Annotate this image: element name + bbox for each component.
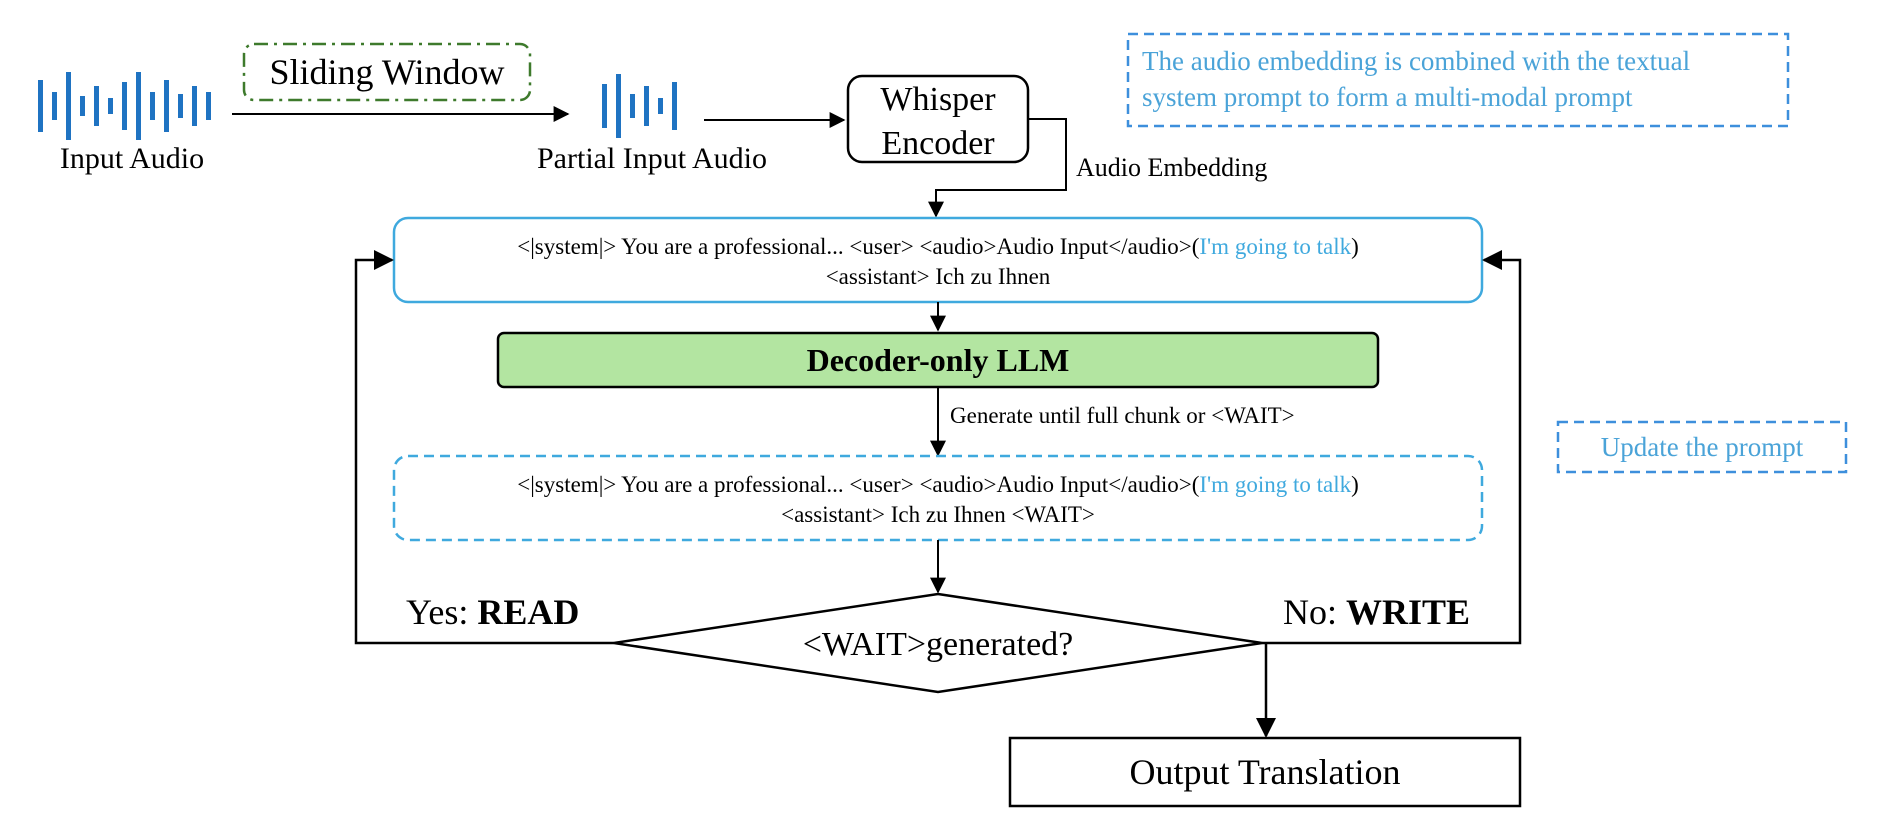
output-translation-label: Output Translation: [1129, 752, 1400, 792]
no-write-prefix: No:: [1283, 592, 1346, 632]
no-write-label: No: WRITE: [1283, 592, 1470, 632]
yes-read-prefix: Yes:: [406, 592, 477, 632]
partial-input-audio-label: Partial Input Audio: [537, 142, 767, 175]
prompt-box-updated: [392, 454, 1484, 542]
no-write-bold: WRITE: [1346, 592, 1470, 632]
update-prompt-note-label: Update the prompt: [1601, 432, 1804, 462]
yes-read-label: Yes: READ: [406, 592, 579, 632]
output-translation-box: [1008, 736, 1522, 808]
audio-embedding-label: Audio Embedding: [1076, 153, 1267, 182]
combined-prompt-note-line1: The audio embedding is combined with the…: [1142, 46, 1690, 76]
sliding-window-label: Sliding Window: [270, 52, 505, 92]
loop-read-arrow: [354, 250, 614, 645]
combined-prompt-note-box: [1126, 32, 1790, 128]
prompt-top-line1-end: ): [1351, 234, 1359, 259]
wait-decision-label: <WAIT>generated?: [803, 626, 1074, 663]
loop-write-arrow: [1262, 250, 1522, 645]
whisper-encoder-line2: Encoder: [881, 125, 995, 162]
prompt-bottom-line1-highlight: I'm going to talk: [1199, 472, 1351, 497]
input-audio-waveform-icon: [38, 72, 211, 140]
input-audio-label: Input Audio: [60, 142, 204, 175]
arrow-encoder-to-prompt: [928, 118, 1067, 218]
prompt-top-line1: <|system|> You are a professional... <us…: [517, 234, 1359, 259]
decoder-llm-label: Decoder-only LLM: [807, 342, 1070, 378]
generate-until-label: Generate until full chunk or <WAIT>: [950, 403, 1295, 428]
prompt-top-line2: <assistant> Ich zu Ihnen: [826, 264, 1051, 289]
prompt-top-line1-highlight: I'm going to talk: [1199, 234, 1351, 259]
prompt-box-top: [392, 216, 1484, 304]
partial-audio-waveform-icon: [602, 74, 677, 138]
prompt-bottom-line1-end: ): [1351, 472, 1359, 497]
yes-read-bold: READ: [477, 592, 579, 632]
combined-prompt-note-line2: system prompt to form a multi-modal prom…: [1142, 82, 1633, 112]
prompt-bottom-line2: <assistant> Ich zu Ihnen <WAIT>: [781, 502, 1095, 527]
whisper-encoder-line1: Whisper: [880, 81, 996, 118]
prompt-bottom-line1-main: <|system|> You are a professional... <us…: [517, 472, 1199, 497]
prompt-top-line1-main: <|system|> You are a professional... <us…: [517, 234, 1199, 259]
wait-decision-diamond: [613, 592, 1263, 694]
update-prompt-note-box: [1556, 420, 1848, 474]
prompt-bottom-line1: <|system|> You are a professional... <us…: [517, 472, 1359, 497]
sliding-window-box: [242, 42, 532, 102]
